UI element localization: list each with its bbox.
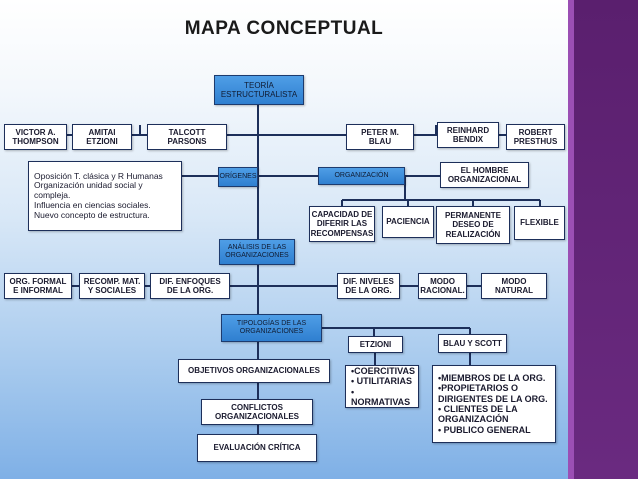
node-peter-blau: PETER M. BLAU	[346, 124, 414, 150]
node-org-formal-informal: ORG. FORMAL E INFORMAL	[4, 273, 72, 299]
node-blau-scott: BLAU Y SCOTT	[438, 334, 507, 353]
node-objetivos-organizacionales: OBJETIVOS ORGANIZACIONALES	[178, 359, 330, 383]
node-organizacion: ORGANIZACIÓN	[318, 167, 405, 185]
node-blau-scott-list: •MIEMBROS DE LA ORG. •PROPIETARIOS O DIR…	[432, 365, 556, 443]
node-victor-thompson: VICTOR A. THOMPSON	[4, 124, 67, 150]
node-robert-presthus: ROBERT PRESTHUS	[506, 124, 565, 150]
node-analisis-organizaciones: ANÁLISIS DE LAS ORGANIZACIONES	[219, 239, 295, 265]
node-modo-natural: MODO NATURAL	[481, 273, 547, 299]
node-talcott-parsons: TALCOTT PARSONS	[147, 124, 227, 150]
node-amitai-etzioni: AMITAI ETZIONI	[72, 124, 132, 150]
node-etzioni: ETZIONI	[348, 336, 403, 353]
node-recompensas: RECOMP. MAT. Y SOCIALES	[79, 273, 145, 299]
node-paciencia: PACIENCIA	[382, 206, 434, 238]
node-dif-niveles: DIF. NIVELES DE LA ORG.	[337, 273, 400, 299]
node-tipologias: TIPOLOGÍAS DE LAS ORGANIZACIONES	[221, 314, 322, 342]
node-origenes-description: Oposición T. clásica y R Humanas Organiz…	[28, 161, 182, 231]
page-title: MAPA CONCEPTUAL	[184, 18, 384, 39]
node-conflictos-organizacionales: CONFLICTOS ORGANIZACIONALES	[201, 399, 313, 425]
node-permanente-deseo: PERMANENTE DESEO DE REALIZACIÓN	[436, 206, 510, 244]
node-origenes: ORÍGENES	[218, 167, 258, 187]
node-reinhard-bendix: REINHARD BENDIX	[437, 122, 499, 148]
node-evaluacion-critica: EVALUACIÓN CRÍTICA	[197, 434, 317, 462]
node-capacidad-diferir: CAPACIDAD DE DIFERIR LAS RECOMPENSAS	[309, 206, 375, 242]
node-dif-enfoques: DIF. ENFOQUES DE LA ORG.	[150, 273, 230, 299]
purple-sidebar	[568, 0, 638, 479]
node-modo-racional: MODO RACIONAL.	[418, 273, 467, 299]
node-teoria-estructuralista: TEORÍA ESTRUCTURALISTA	[214, 75, 304, 105]
node-etzioni-list: •COERCITIVAS • UTILITARIAS • NORMATIVAS	[345, 365, 419, 408]
node-hombre-organizacional: EL HOMBRE ORGANIZACIONAL	[440, 162, 529, 188]
node-flexible: FLEXIBLE	[514, 206, 565, 240]
sidebar-stripe	[568, 0, 574, 479]
